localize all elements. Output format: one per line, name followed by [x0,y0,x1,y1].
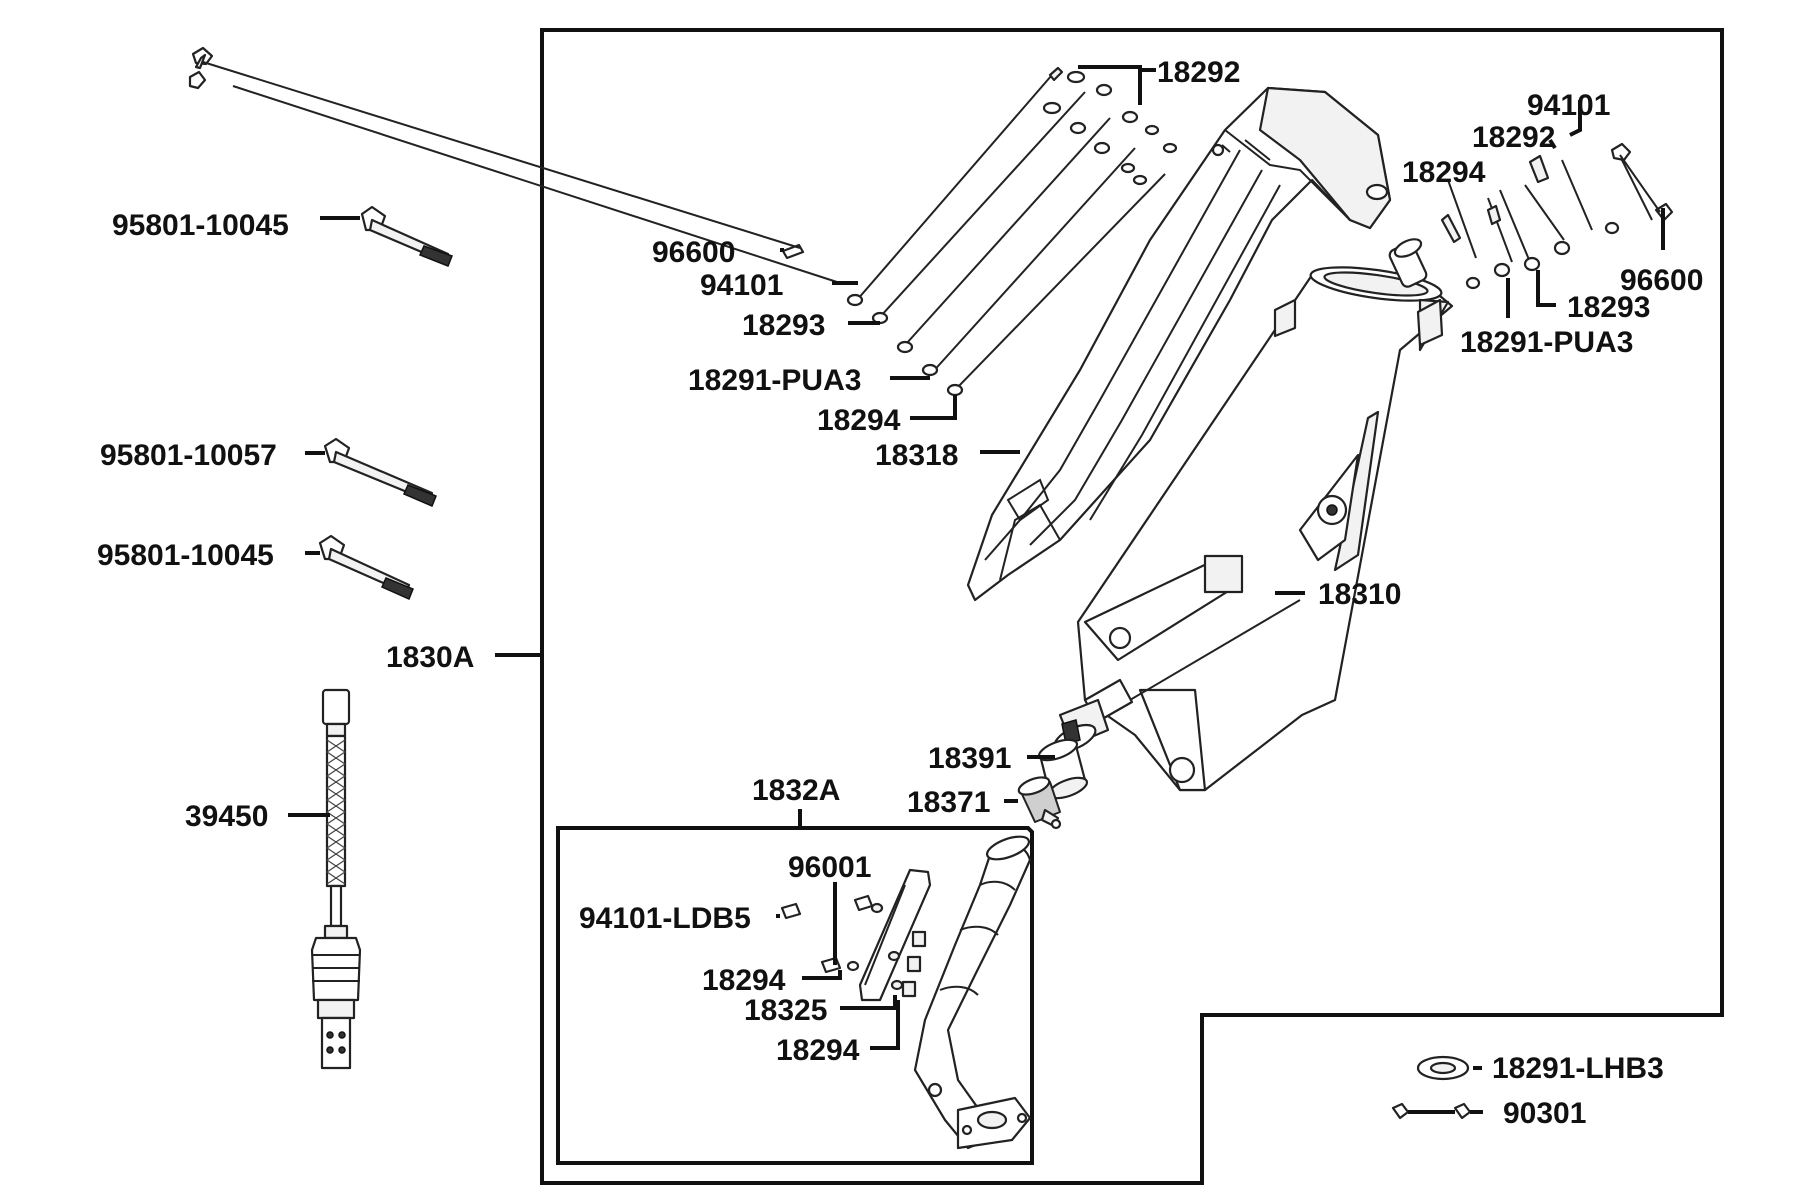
hardware-cluster-pipe [780,894,904,991]
heat-shield-18318 [966,86,1392,602]
label-sensor-39450: 39450 [185,800,268,833]
label-18318: 18318 [875,439,958,472]
label-90301: 90301 [1503,1097,1586,1130]
label-18292-right: 18292 [1472,121,1555,154]
label-assembly-1832A: 1832A [752,774,840,807]
label-18310: 18310 [1318,578,1401,611]
muffler-body-18310 [1053,238,1454,792]
label-18291-PUA3-right: 18291-PUA3 [1460,326,1633,359]
label-bolt-95801-10045-top: 95801-10045 [112,209,289,242]
label-18391: 18391 [928,742,1011,775]
muffler-assembly-frame [540,28,1724,1185]
label-18294-pipe-b: 18294 [776,1034,860,1067]
bolt-95801-10057 [323,437,437,507]
label-18294-pipe-a: 18294 [702,964,786,997]
oxygen-sensor-39450 [310,688,362,1070]
hardware-cluster-left [188,46,1178,397]
exhaust-pipe-1832A [901,835,1032,1150]
bolt-95801-10045-top [360,205,453,267]
bolt-95801-10045-low [318,534,414,601]
label-18293-left: 18293 [742,309,825,342]
leader-lines [288,65,1665,1114]
label-18371: 18371 [907,786,990,819]
label-94101-LDB5: 94101-LDB5 [579,902,751,935]
label-96600-right: 96600 [1620,264,1703,297]
label-18292-top: 18292 [1157,56,1240,89]
pipe-heat-guard-18325 [858,868,932,1002]
gasket-18371 [1017,776,1062,830]
label-96001: 96001 [788,851,871,884]
label-18291-PUA3-left: 18291-PUA3 [688,364,861,397]
label-94101-left: 94101 [700,269,783,302]
label-assembly-1830A: 1830A [386,641,474,674]
label-94101-right: 94101 [1527,89,1610,122]
label-18325: 18325 [744,994,827,1027]
label-18291-LHB3: 18291-LHB3 [1492,1052,1664,1085]
label-bolt-95801-10045-low: 95801-10045 [97,539,274,572]
label-18293-right: 18293 [1567,291,1650,324]
pipe-assembly-frame [556,826,1034,1165]
label-18294-left: 18294 [817,404,901,437]
gasket-18291-LHB3 [1416,1055,1470,1081]
hardware-cluster-right [1440,142,1674,290]
label-bolt-95801-10057: 95801-10057 [100,439,277,472]
label-18294-right: 18294 [1402,156,1486,189]
label-96600-left: 96600 [652,236,735,269]
